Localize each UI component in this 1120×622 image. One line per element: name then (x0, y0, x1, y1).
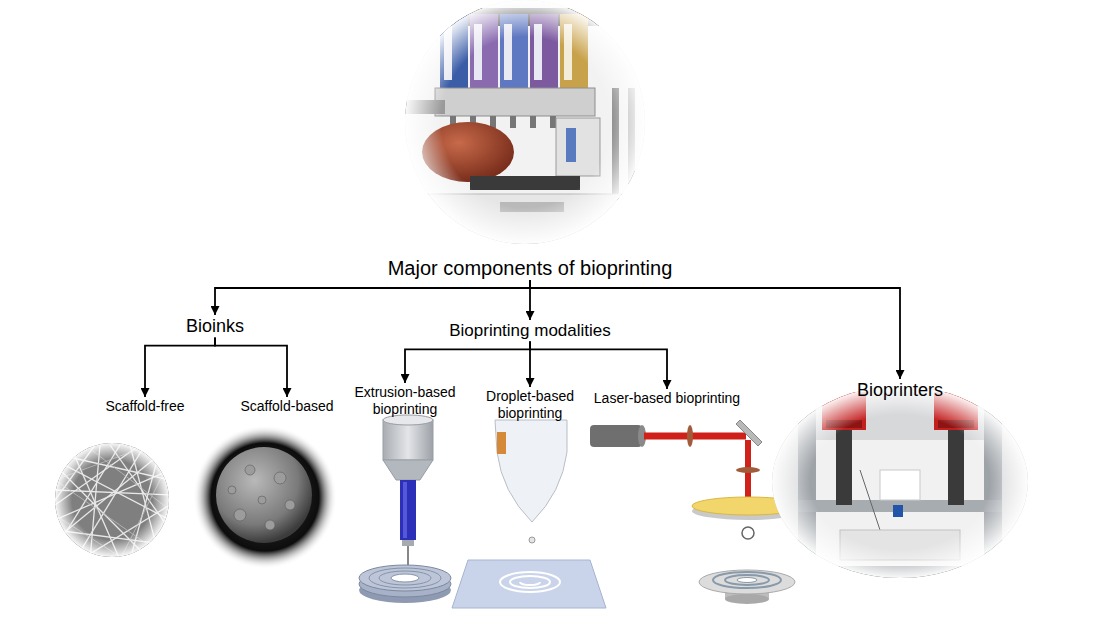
tree-connector (529, 341, 531, 387)
node-label: Major components of bioprinting (350, 256, 710, 280)
node-label: Bioprinting modalities (415, 321, 645, 341)
tree-node: Bioprinting modalities (415, 321, 645, 341)
node-label: Bioprinters (830, 380, 970, 402)
tree-connector (530, 341, 667, 389)
node-label: Extrusion-based bioprinting (349, 384, 461, 418)
tree-connector (145, 338, 215, 397)
node-label: Bioinks (155, 316, 275, 338)
sem-spheroid (193, 425, 337, 569)
tree-node: Major components of bioprinting (350, 256, 710, 280)
tree-connector (215, 338, 287, 397)
laser-assembly (590, 420, 804, 604)
tree-node: Laser-based bioprinting (572, 390, 762, 407)
bioprinter-photo (770, 385, 1030, 585)
droplet-nozzle (452, 420, 606, 608)
bioprinter-rendering (400, 0, 650, 250)
tree-node: Extrusion-based bioprinting (349, 384, 461, 418)
tree-node: Bioinks (155, 316, 275, 338)
tree-connector (529, 280, 531, 320)
node-label: Scaffold-based (227, 398, 347, 415)
node-label: Scaffold-free (90, 398, 200, 415)
tree-connector (215, 280, 530, 315)
tree-connector (405, 341, 530, 383)
tree-node: Scaffold-free (90, 398, 200, 415)
tree-node: Droplet-based bioprinting (480, 388, 580, 422)
extrusion-nozzle (359, 415, 451, 603)
tree-node: Bioprinters (830, 380, 970, 402)
sem-fibers (50, 440, 175, 565)
tree-node: Scaffold-based (227, 398, 347, 415)
node-label: Droplet-based bioprinting (480, 388, 580, 422)
node-label: Laser-based bioprinting (572, 390, 762, 407)
